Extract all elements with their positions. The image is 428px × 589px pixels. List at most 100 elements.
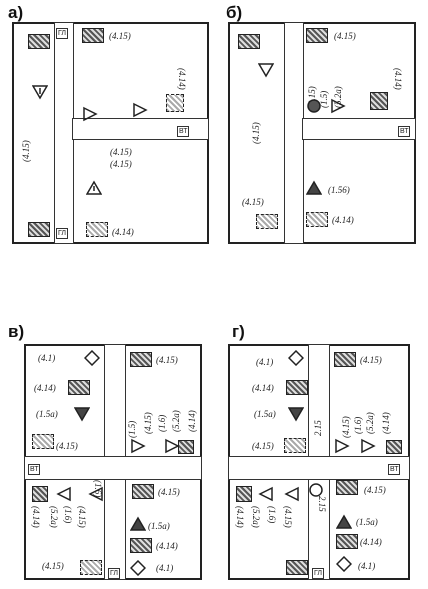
sign-block [82,28,104,43]
panel-label-v: в) [8,322,25,341]
yield-triangle-icon [88,486,104,502]
label-1-5a: (1.5а) [36,409,58,419]
label-4-14: (4.14) [31,506,41,528]
sign-block [238,34,260,49]
label-5-2a: (5.2а) [365,412,375,434]
label-4-15: (4.15) [360,355,382,365]
tag-gl: ГЛ [56,228,68,239]
label-distance-2-15: 2.15 [313,420,323,436]
sign-block [386,440,402,454]
label-4-1: (4.1) [156,563,174,573]
warning-triangle-icon [306,180,322,196]
label-4-15: (4.15) [42,561,64,571]
yield-triangle-icon [360,438,376,454]
diamond-icon [336,556,352,572]
sign-block [28,222,50,237]
yield-triangle-icon [330,98,346,114]
sign-block [306,28,328,43]
diamond-icon [130,560,146,576]
sign-block [336,480,358,495]
tag-vt: ВТ [388,464,401,475]
warning-triangle-icon [258,62,274,78]
panel-g: ВТ ГЛ (4.1) (4.15) (4.14) (1.5а) 2.15 (4… [228,344,410,580]
tag-vt: ВТ [398,126,411,137]
warning-triangle-icon [130,516,146,532]
label-4-15: (4.15) [283,506,293,528]
road-horizontal [228,456,410,480]
panel-v: ВТ ГЛ (4.1) (4.15) (4.14) (1.5а) (4.15) … [24,344,202,580]
label-4-14: (4.14) [34,383,56,393]
yield-triangle-icon [334,438,350,454]
label-4-15: (4.15) [364,485,386,495]
sign-block [68,380,90,395]
sign-block [236,486,252,502]
sign-block [80,560,102,575]
label-1-6: (1.6) [157,414,167,432]
panel-label-b: б) [226,3,243,22]
label-4-14: (4.14) [360,537,382,547]
tag-vt: ВТ [177,126,190,137]
sign-block [286,560,308,575]
warning-triangle-icon [74,406,90,422]
label-5-2a: (5.2а) [171,410,181,432]
panel-label-g: г) [232,322,245,341]
label-4-15: (4.15) [158,487,180,497]
label-4-15: (4.15) [156,355,178,365]
label-1-6: (1.6) [63,506,73,524]
road-vertical [54,22,74,244]
label-1-5a: (1.5а) [356,517,378,527]
road-vertical [284,22,304,244]
diamond-icon [84,350,100,366]
circle-sign-icon [308,482,324,498]
label-5-2a: (5.2а) [251,506,261,528]
sign-block [370,92,388,110]
warning-triangle-icon [32,84,48,100]
label-4-15: (4.15) [334,31,356,41]
label-1-56: (1.56) [328,185,350,195]
label-4-15: (4.15) [242,197,264,207]
sign-block [28,34,50,49]
label-4-14: (4.14) [187,410,197,432]
yield-triangle-icon [132,102,148,118]
sign-block [178,440,194,454]
sign-block [86,222,108,237]
road-horizontal [302,118,416,140]
label-4-14: (4.14) [393,68,403,90]
panel-label-a: а) [8,3,24,22]
label-1-6: (1.6) [267,506,277,524]
label-5-2a: (5.2а) [49,506,59,528]
label-4-15: (4.15) [21,140,31,162]
sign-block [32,486,48,502]
label-4-14: (4.14) [156,541,178,551]
label-4-15: (4.15) [251,122,261,144]
panel-a: ГЛ ГЛ ВТ (4.15) (4.15) (4.14) (4.15) (4.… [12,22,209,244]
sign-block [130,538,152,553]
label-1-6: (1.6) [93,480,103,498]
yield-triangle-icon [56,486,72,502]
label-4-14: (4.14) [252,383,274,393]
label-4-15: (4.15) [110,147,132,157]
circle-sign-icon [306,98,322,114]
label-4-15: (4.15) [252,441,274,451]
sign-block [286,380,308,395]
label-4-15: (4.15) [143,412,153,434]
tag-gl: ГЛ [312,568,324,579]
road-horizontal [24,456,202,480]
label-4-14: (4.14) [177,68,187,90]
label-4-1: (4.1) [256,357,274,367]
sign-block [284,438,306,453]
label-1-5a: (1.5а) [254,409,276,419]
label-4-15: (4.15) [77,506,87,528]
warning-triangle-icon [86,180,102,196]
sign-block [166,94,184,112]
panel-b: ВТ (4.15) (4.15) (2.15) (1.5) (5.2а) (4.… [228,22,416,244]
sign-block [32,434,54,449]
sign-block [306,212,328,227]
warning-triangle-icon [336,514,352,530]
label-4-1: (4.1) [358,561,376,571]
label-4-14: (4.14) [112,227,134,237]
tag-gl: ГЛ [108,568,120,579]
label-distance-2-15: 2.15 [317,496,327,512]
diamond-icon [288,350,304,366]
warning-triangle-icon [288,406,304,422]
